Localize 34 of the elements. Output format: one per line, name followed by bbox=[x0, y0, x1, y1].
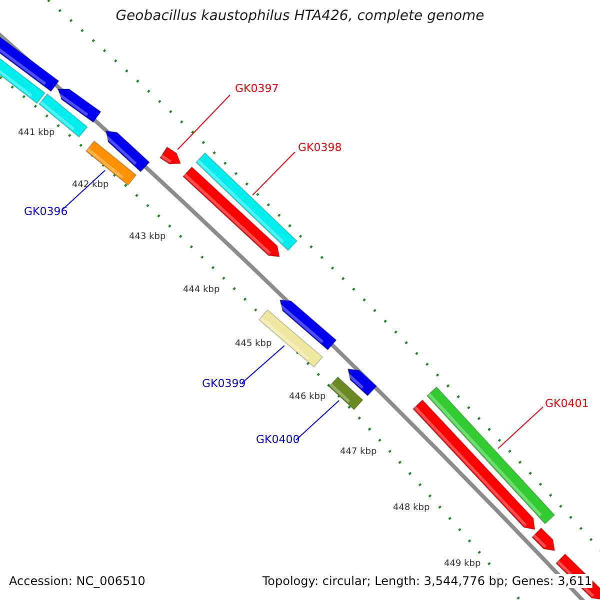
scale-label: 442 kbp bbox=[72, 180, 109, 190]
leader-line bbox=[242, 345, 285, 384]
diagram-title: Geobacillus kaustophilus HTA426, complete genome bbox=[114, 8, 486, 24]
scale-label: 445 kbp bbox=[235, 339, 272, 349]
gene-label: GK0399 bbox=[202, 377, 246, 390]
gene-label: GK0398 bbox=[298, 141, 342, 154]
gene-feature-bar bbox=[532, 528, 555, 551]
leader-line bbox=[177, 94, 230, 150]
gene-label: GK0401 bbox=[545, 397, 589, 410]
leader-line bbox=[62, 170, 106, 210]
gene-feature-bar bbox=[196, 153, 296, 251]
gene-feature-bar bbox=[38, 94, 88, 137]
gene-label: GK0396 bbox=[24, 205, 68, 218]
gene-feature-bar bbox=[0, 56, 45, 104]
gene-label: GK0397 bbox=[235, 82, 279, 95]
scale-label: 441 kbp bbox=[18, 128, 55, 138]
gene-label: GK0400 bbox=[256, 433, 300, 446]
gene-feature-bar bbox=[413, 400, 535, 529]
accession-text: Accession: NC_006510 bbox=[9, 574, 146, 588]
leader-line bbox=[252, 152, 296, 196]
scale-label: 444 kbp bbox=[183, 285, 220, 295]
scale-label: 447 kbp bbox=[340, 447, 377, 457]
scale-label: 443 kbp bbox=[129, 232, 166, 242]
gene-feature-bar bbox=[160, 146, 181, 164]
gene-feature-bar bbox=[182, 167, 279, 257]
gene-feature-bar bbox=[328, 377, 362, 410]
gene-feature-bar bbox=[556, 554, 600, 600]
genome-info-text: Topology: circular; Length: 3,544,776 bp; Genes: 3,611 bbox=[262, 574, 592, 588]
scale-label: 448 kbp bbox=[393, 503, 430, 513]
scale-label: 446 kbp bbox=[289, 392, 326, 402]
gene-feature-bar bbox=[58, 88, 101, 122]
leader-line bbox=[497, 406, 544, 450]
scale-label: 449 kbp bbox=[444, 559, 481, 569]
leader-line bbox=[296, 400, 340, 440]
